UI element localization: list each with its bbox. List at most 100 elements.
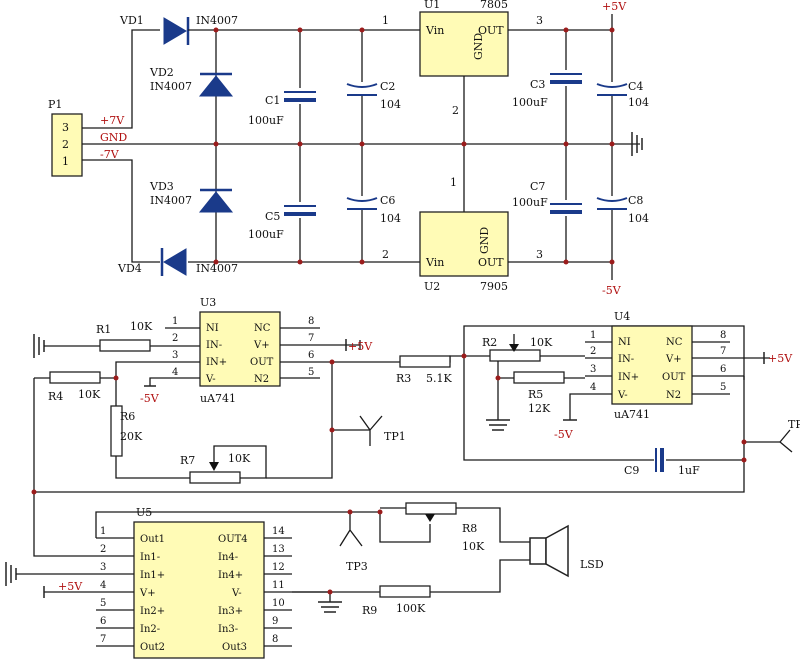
- u3-pins-left: NI IN- IN+ V-: [205, 323, 227, 385]
- r2-wiper: [509, 344, 519, 352]
- u3-num-1: 1: [172, 316, 178, 327]
- wire-u3-pins: [165, 327, 400, 379]
- c3-value: 100uF: [512, 96, 548, 109]
- u3-pins-right: NC V+ OUT N2: [250, 323, 274, 385]
- wire-stage2-top: [463, 325, 745, 380]
- u1-ref: U1: [424, 0, 440, 11]
- u4-num-4: 4: [590, 382, 596, 393]
- r3-ref: R3: [396, 372, 411, 385]
- r1-value: 10K: [130, 320, 153, 333]
- u3-num-7: 7: [308, 333, 314, 344]
- u5-num-2: 2: [100, 544, 106, 555]
- diode-vd2: [198, 72, 234, 97]
- minus5v-label: -5V: [602, 284, 622, 297]
- r9-ref: R9: [362, 604, 377, 617]
- wire-u5-out1: [95, 511, 350, 538]
- r8-value: 10K: [462, 540, 485, 553]
- u5-pin-out3: Out3: [222, 642, 247, 653]
- u5-pin-in2p: In2+: [140, 606, 165, 617]
- wire-u3-vn: [149, 377, 165, 386]
- wire-u4-pins: [585, 341, 770, 395]
- regulator-u2: [419, 211, 509, 277]
- vd2-ref: VD2: [149, 66, 174, 79]
- cap-c6: [346, 197, 378, 210]
- r7-ref: R7: [180, 454, 195, 467]
- u4-pins-right: NC V+ OUT N2: [662, 337, 686, 401]
- c1-ref: C1: [265, 94, 280, 107]
- c9-value: 1uF: [678, 464, 700, 477]
- c2-value: 104: [380, 98, 401, 111]
- u4-ref: U4: [614, 310, 630, 323]
- u5-pin-in3p: In3+: [218, 606, 243, 617]
- u5-pin-in1n: In1-: [140, 552, 160, 563]
- u3-vpos: +5V: [348, 340, 373, 353]
- u4-pin-inn: IN-: [618, 354, 634, 365]
- junction-dots-psu: [213, 27, 615, 265]
- vd1-part: IN4007: [196, 14, 238, 27]
- u5-num-6: 6: [100, 616, 106, 627]
- cap-c7: [550, 203, 582, 214]
- u5-num-3: 3: [100, 562, 106, 573]
- vd2-part: IN4007: [150, 80, 192, 93]
- resistor-r5: [513, 371, 565, 384]
- wire-minus7v: [82, 159, 160, 263]
- u1-pin2-num: 2: [452, 104, 459, 117]
- wire-r8: [380, 507, 530, 543]
- regulator-u1: [419, 11, 509, 77]
- u2-pin3-num: 3: [536, 248, 543, 261]
- u4-vpos: +5V: [768, 352, 793, 365]
- wire-u4-out: [743, 376, 780, 443]
- u3-pin-inp: IN+: [206, 357, 227, 368]
- net-minus7v: -7V: [100, 148, 120, 161]
- u5-num-9: 9: [272, 616, 278, 627]
- wire-u4-vn: [569, 393, 585, 420]
- u5-num-14: 14: [272, 526, 285, 537]
- u2-pin-gnd: GND: [478, 227, 491, 254]
- r5-value: 12K: [528, 402, 551, 415]
- u4-num-1: 1: [590, 330, 596, 341]
- resistor-r1: [99, 339, 151, 352]
- u5-num-11: 11: [272, 580, 285, 591]
- u3-num-3: 3: [172, 350, 178, 361]
- resistor-r8: [405, 502, 457, 515]
- u2-pin-vin: Vin: [425, 256, 444, 269]
- wire-u5-in: [33, 492, 100, 557]
- c5-ref: C5: [265, 210, 280, 223]
- u2-pin2-num: 2: [382, 248, 389, 261]
- speaker-label: LSD: [580, 558, 604, 571]
- u3-pin-vp: V+: [253, 340, 270, 351]
- wire-u5-pins: [96, 537, 292, 647]
- wire-r9: [292, 559, 530, 593]
- connector-pin-2: 2: [62, 138, 69, 151]
- u5-num-10: 10: [272, 598, 285, 609]
- c2-ref: C2: [380, 80, 395, 93]
- ground-symbol-u5: [5, 562, 17, 586]
- u2-part: 7905: [480, 280, 508, 293]
- c7-ref: C7: [530, 180, 545, 193]
- r6-value: 20K: [120, 430, 143, 443]
- u3-part: uA741: [200, 392, 236, 405]
- cap-c5: [284, 205, 316, 216]
- u4-num-2: 2: [590, 346, 596, 357]
- u4-num-6: 6: [720, 364, 726, 375]
- c4-ref: C4: [628, 80, 643, 93]
- resistor-r4: [49, 371, 101, 384]
- u4-pin-vn: V-: [617, 390, 628, 401]
- diode-vd4: [160, 248, 187, 276]
- tp1-symbol: [332, 415, 383, 446]
- u4-vneg: -5V: [554, 428, 574, 441]
- r9-value: 100K: [396, 602, 426, 615]
- c9-ref: C9: [624, 464, 639, 477]
- opamp-u4: [611, 325, 693, 405]
- connector-ref: P1: [48, 98, 62, 111]
- u5-pin-out4: OUT4: [218, 534, 248, 545]
- u3-pin-nc: NC: [254, 323, 271, 334]
- plus5v-label: +5V: [602, 0, 627, 13]
- wire-feedback-loop: [33, 378, 745, 493]
- u3-ref: U3: [200, 296, 216, 309]
- u3-pin-inn: IN-: [206, 340, 222, 351]
- u4-pin-n2: N2: [666, 390, 681, 401]
- cap-c4: [596, 83, 628, 96]
- u3-pin-ni: NI: [206, 323, 219, 334]
